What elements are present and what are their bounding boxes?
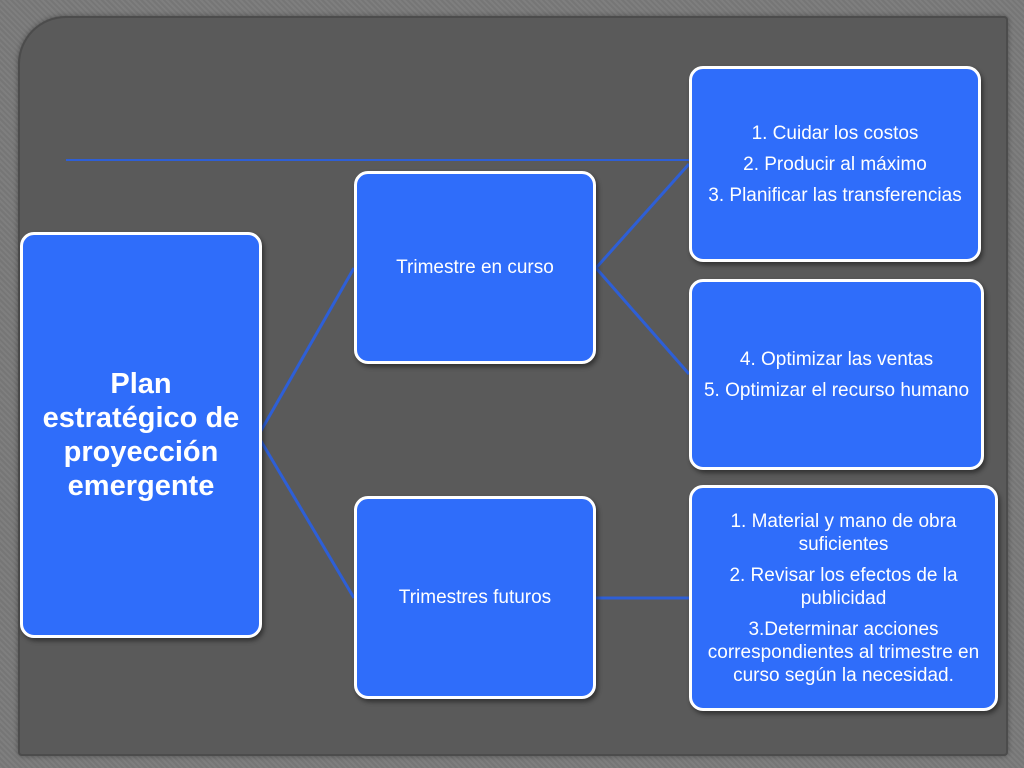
leaf-item: 1. Cuidar los costos: [751, 122, 919, 144]
leaf-item: 3.Determinar acciones correspondientes a…: [707, 618, 980, 686]
root-node: Plan estratégico de proyección emergente: [20, 232, 262, 638]
leaf-item: 4. Optimizar las ventas: [739, 348, 934, 370]
leaf-item: 2. Producir al máximo: [743, 153, 927, 175]
branch-label-future-quarters: Trimestres futuros: [398, 586, 552, 608]
root-title: Plan estratégico de proyección emergente: [42, 368, 240, 502]
leaf-item: 1. Material y mano de obra suficientes: [730, 510, 957, 555]
leaf-item: 3. Planificar las transferencias: [708, 184, 962, 206]
leaf-item: 2. Revisar los efectos de la publicidad: [729, 564, 958, 609]
branch-node-future-quarters: Trimestres futuros: [354, 496, 596, 699]
leaf-node-costs: 1. Cuidar los costos 2. Producir al máxi…: [689, 66, 981, 262]
connector-current-to-leaf-a: [594, 163, 691, 269]
branch-label-current-quarter: Trimestre en curso: [396, 256, 554, 278]
connector-current-to-leaf-b: [594, 267, 691, 375]
leaf-item: 5. Optimizar el recurso humano: [703, 379, 970, 401]
leaf-node-sales: 4. Optimizar las ventas 5. Optimizar el …: [689, 279, 984, 470]
branch-node-current-quarter: Trimestre en curso: [354, 171, 596, 364]
connector-root-to-current: [256, 267, 356, 437]
connector-root-to-future: [256, 435, 356, 599]
leaf-node-future-actions: 1. Material y mano de obra suficientes 2…: [689, 485, 998, 711]
